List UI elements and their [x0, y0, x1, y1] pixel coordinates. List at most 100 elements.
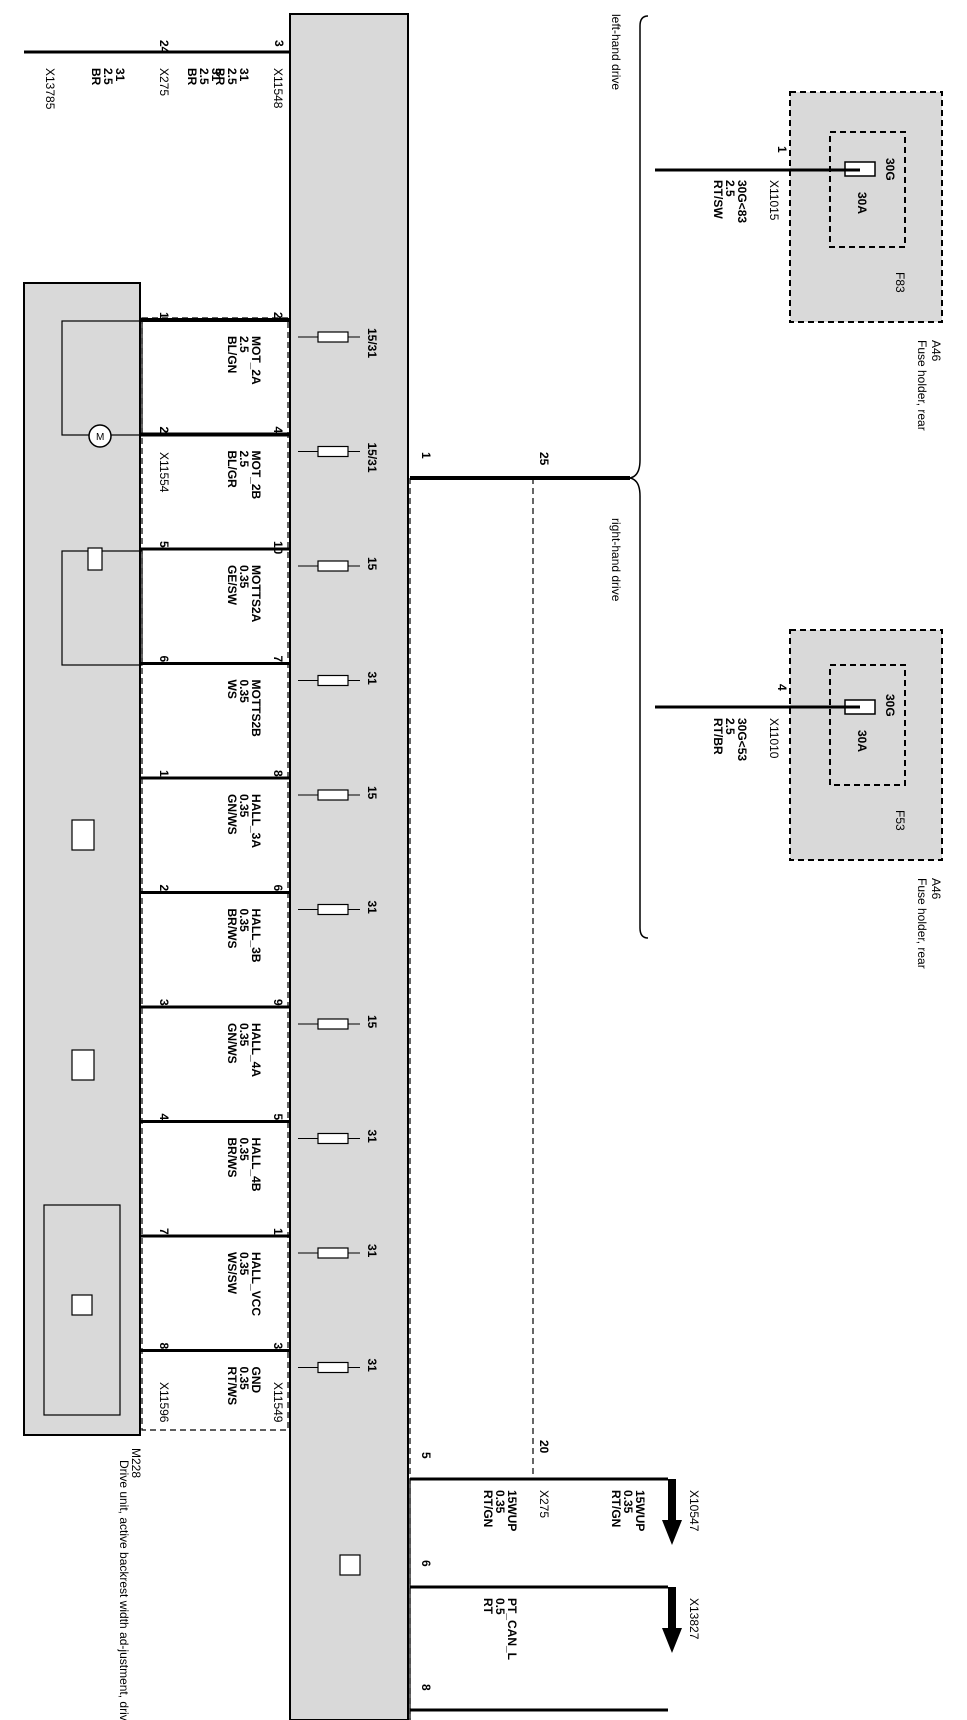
- ecu-resistor: [317, 560, 349, 572]
- hall-sensor-4-icon: [71, 1049, 95, 1081]
- wire-color-label: GE/SW: [225, 565, 239, 606]
- ecu-pin-label: 5: [271, 1114, 285, 1121]
- f53-id: F53: [893, 810, 907, 831]
- wire-color-label: GN/WS: [225, 1023, 239, 1064]
- wire-size-label: 0.35: [237, 794, 251, 818]
- wire-color-label: BL/GR: [225, 451, 239, 489]
- motor-pin-label: 3: [157, 999, 171, 1006]
- ecu-resistor: [317, 674, 349, 687]
- ecu-internal-label: 15: [365, 557, 379, 571]
- f53-fuse-amp: 30A: [855, 730, 869, 752]
- motor-pin-label: 8: [157, 1343, 171, 1350]
- gnd-x11548-sig: 31: [237, 68, 251, 82]
- wire-size-label: 0.35: [237, 1023, 251, 1047]
- motor-symbol: M: [96, 432, 104, 443]
- lhd-label: left-hand drive: [609, 14, 623, 90]
- motor-conn-bottom: X11596: [157, 1382, 171, 1423]
- f83-wire-size: 2.5: [723, 180, 737, 197]
- pin-20-x275: 20: [537, 1440, 551, 1454]
- ecu-pin-label: 2: [271, 312, 285, 319]
- lhd-rhd-brace: [629, 15, 649, 939]
- gnd-x13785-color: BR: [89, 68, 103, 86]
- wire-signal-label: HALL_3A: [249, 794, 263, 848]
- f53-conn: X11010: [767, 718, 781, 759]
- w2-sig: 15WUP: [505, 1490, 519, 1531]
- f83-holder-name: Fuse holder, rear: [915, 340, 929, 431]
- ecu-resistor: [317, 1247, 349, 1259]
- gnd-x275-size: 2.5: [197, 68, 211, 85]
- ecu-pin-label: 4: [271, 427, 285, 434]
- wire-size-label: 2.5: [237, 336, 251, 353]
- f83-fuse-top: 30G: [883, 158, 897, 181]
- ecu-pin-label: 1: [271, 1228, 285, 1235]
- drive-unit-module: [23, 282, 141, 1436]
- gnd-x275-color: BR: [185, 68, 199, 86]
- wire-signal-label: MOTTS2A: [249, 565, 263, 623]
- fuse-holder-f83: [789, 91, 943, 323]
- wire-color-label: BR/WS: [225, 1138, 239, 1178]
- esd-icon: [71, 1294, 93, 1316]
- motor-pin-label: 1: [157, 312, 171, 319]
- motor-conn-top: X11554: [157, 452, 171, 493]
- gnd-x11548-conn: X11548: [271, 68, 285, 109]
- pin-8-right: 8: [419, 1684, 433, 1691]
- wire-size-label: 0.35: [237, 1252, 251, 1276]
- w3-conn: X13827: [687, 1598, 701, 1640]
- ecu-pin-label: 6: [271, 885, 285, 892]
- ecu-resistor: [317, 331, 349, 343]
- f83-wire-sig: 30G<83: [735, 180, 749, 223]
- f53-holder-name: Fuse holder, rear: [915, 878, 929, 969]
- rhd-label: right-hand drive: [609, 518, 623, 602]
- f83-holder-id: A46: [929, 340, 943, 362]
- f83-wire-color: RT/SW: [711, 180, 725, 219]
- motor-pin-label: 5: [157, 541, 171, 548]
- pin-5-right: 5: [419, 1452, 433, 1459]
- wire-signal-label: HALL_4B: [249, 1138, 263, 1192]
- pin-3-top: 3: [272, 40, 286, 47]
- wire-size-label: 0.35: [237, 1367, 251, 1391]
- wire-size-label: 0.35: [237, 565, 251, 589]
- w3-size: 0.5: [493, 1598, 507, 1615]
- w2-color: RT/GN: [481, 1490, 495, 1527]
- w3-sig: PT_CAN_L: [505, 1598, 519, 1660]
- wire-signal-label: HALL_3B: [249, 909, 263, 963]
- f53-fuse-top: 30G: [883, 694, 897, 717]
- fuse-holder-f53: [789, 629, 943, 861]
- pin-6-right: 6: [419, 1560, 433, 1567]
- motor-pin-label: 1: [157, 770, 171, 777]
- hall-sensor-3-icon: [71, 819, 95, 851]
- wire-size-label: 0.35: [237, 680, 251, 704]
- wire-signal-label: HALL_4A: [249, 1023, 263, 1077]
- gnd-x13785-sig: 31: [113, 68, 127, 82]
- f53-pin: 4: [775, 684, 789, 691]
- motor-pin-label: 2: [157, 427, 171, 434]
- wire-size-label: 0.35: [237, 1138, 251, 1162]
- pin-24-top: 24: [157, 40, 171, 54]
- arrow-x13827: [662, 1587, 682, 1653]
- motor-pin-label: 4: [157, 1114, 171, 1121]
- f53-wire-sig: 30G<53: [735, 718, 749, 761]
- w1-color: RT/GN: [609, 1490, 623, 1527]
- f53-holder-id: A46: [929, 878, 943, 900]
- ecu-internal-label: 31: [365, 901, 379, 915]
- ecu-resistor: [317, 789, 349, 801]
- hall-supply-box: [43, 1204, 121, 1416]
- arrow-x10547: [662, 1479, 682, 1545]
- ecu-resistor: [317, 1361, 349, 1374]
- ecu-internal-label: 15/31: [365, 443, 379, 473]
- f83-conn: X11015: [767, 180, 781, 221]
- ecu-internal-label: 15/31: [365, 328, 379, 358]
- ecu-module: [289, 13, 409, 1720]
- wire-color-label: WS/SW: [225, 1252, 239, 1295]
- wire-signal-label: MOT_2B: [249, 451, 263, 500]
- ecu-internal-label: 31: [365, 1130, 379, 1144]
- f83-id: F83: [893, 272, 907, 293]
- gnd-x13785-size: 2.5: [101, 68, 115, 85]
- module-id: M228: [129, 1448, 143, 1478]
- wire-color-label: GN/WS: [225, 794, 239, 835]
- ecu-pin-label: 3: [271, 1343, 285, 1350]
- gnd-x275-conn: X275: [157, 68, 171, 96]
- wire-size-label: 2.5: [237, 451, 251, 468]
- wire-color-label: BL/GN: [225, 336, 239, 373]
